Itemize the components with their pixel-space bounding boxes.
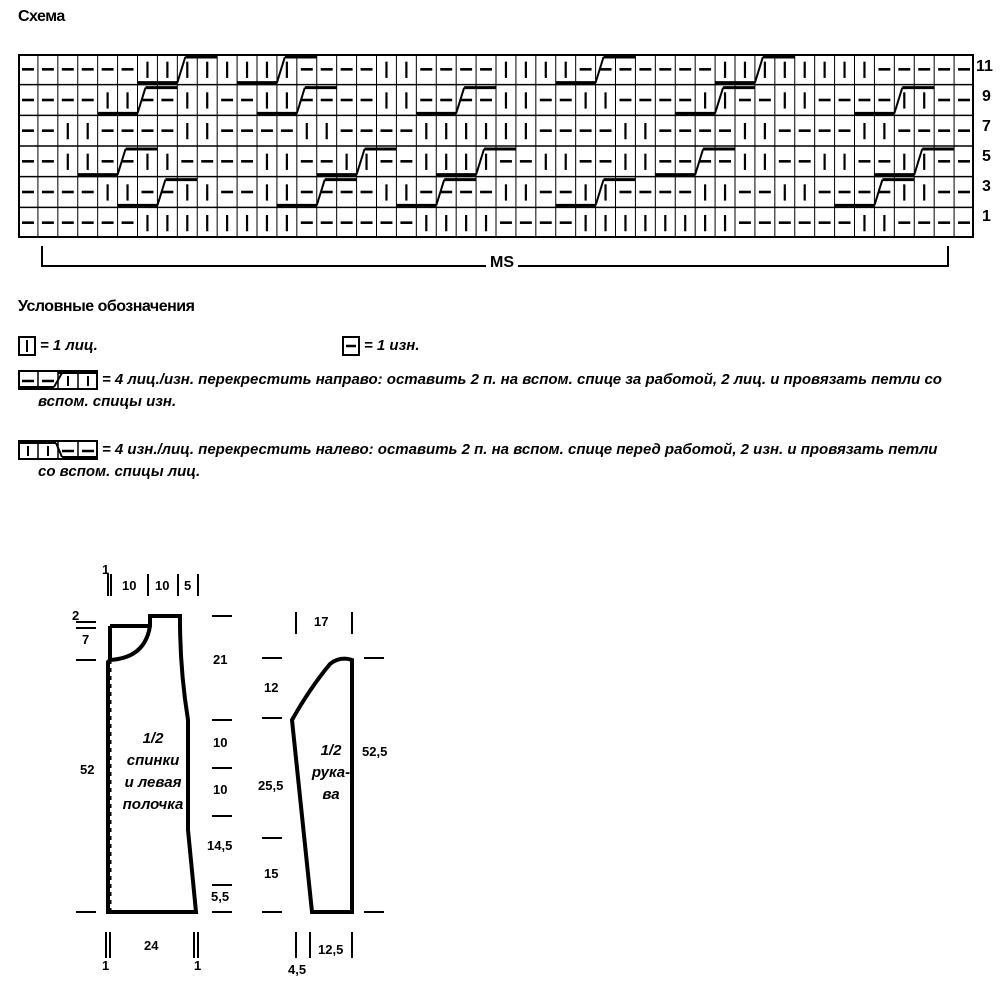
legend-cross-right-line-2: вспом. спицы изн.: [38, 392, 176, 412]
cable-cross-diagonal: [475, 148, 486, 175]
row-number-1: 1: [982, 208, 991, 225]
back-dim-right-21: 21: [213, 652, 228, 667]
cable-cross-diagonal: [893, 87, 904, 114]
back-dim-bottom-1b: 1: [194, 958, 202, 973]
cable-cross-diagonal: [714, 87, 725, 114]
back-dim-top-10b: 10: [155, 578, 170, 593]
back-dim-bottom-1a: 1: [102, 958, 110, 973]
back-piece-outline: [106, 614, 199, 914]
sleeve-dim-right-52-5: 52,5: [362, 744, 388, 759]
sleeve-dim-left-25-5: 25,5: [258, 778, 284, 793]
cable-cross-diagonal: [275, 56, 286, 83]
knitting-chart: [18, 54, 974, 243]
cable-cross-diagonal: [753, 56, 764, 83]
legend-cross-left: = 4 изн./лиц. перекрестить налево: остав…: [18, 440, 938, 461]
back-dim-left-2: 2: [72, 608, 80, 623]
cable-cross-diagonal: [136, 87, 147, 114]
back-dim-top-1: 1: [102, 562, 110, 577]
knitting-chart-grid: [18, 54, 974, 238]
row-number-3: 3: [982, 178, 991, 195]
legend-purl: = 1 изн.: [342, 336, 420, 357]
row-number-11: 11: [976, 58, 993, 75]
cable-cross-diagonal: [455, 87, 466, 114]
cable-cross-diagonal: [295, 87, 306, 114]
cable-cross-diagonal: [315, 179, 326, 206]
cross-left-icon: [18, 440, 98, 461]
cable-cross-diagonal: [873, 179, 884, 206]
legend-cross-left-text-1: = 4 изн./лиц. перекрестить налево: остав…: [102, 441, 938, 458]
cable-cross-diagonal: [355, 148, 366, 175]
sleeve-dim-bottom-12-5: 12,5: [318, 942, 344, 957]
back-dim-top-5: 5: [184, 578, 192, 593]
back-dim-left-7: 7: [82, 632, 90, 647]
back-dim-top-10a: 10: [122, 578, 137, 593]
cable-cross-diagonal: [156, 179, 167, 206]
sleeve-dim-left-15: 15: [264, 866, 279, 881]
cross-right-icon: [18, 370, 98, 391]
cable-cross-diagonal: [594, 179, 605, 206]
row-number-7: 7: [982, 118, 991, 135]
legend-cross-left-text-2: со вспом. спицы лиц.: [38, 463, 201, 480]
back-dim-right-5-5: 5,5: [211, 889, 230, 904]
cable-cross-diagonal: [694, 148, 705, 175]
knit-stitch-icon: [18, 336, 36, 357]
cable-cross-diagonal: [913, 148, 924, 175]
legend-cross-left-line-2: со вспом. спицы лиц.: [38, 462, 200, 482]
legend-title: Условные обозначения: [18, 298, 195, 315]
back-dim-left-52: 52: [80, 762, 95, 777]
cable-cross-diagonal: [176, 56, 187, 83]
row-number-9: 9: [982, 88, 991, 105]
sleeve-dim-top-17: 17: [314, 614, 329, 629]
sleeve-piece-outline: [289, 656, 354, 914]
cable-cross-diagonal: [435, 179, 446, 206]
back-dim-right-10b: 10: [213, 782, 228, 797]
cable-cross-diagonal: [116, 148, 127, 175]
row-number-5: 5: [982, 148, 991, 165]
back-dim-bottom-24: 24: [144, 938, 159, 953]
pattern-pieces: [76, 574, 384, 958]
legend-cross-right: = 4 лиц./изн. перекрестить направо: оста…: [18, 370, 942, 391]
legend-knit: = 1 лиц.: [18, 336, 98, 357]
legend-purl-text: = 1 изн.: [364, 337, 420, 354]
purl-stitch-icon: [342, 336, 360, 357]
sleeve-dim-bottom-4-5: 4,5: [288, 962, 307, 977]
sleeve-dim-left-12: 12: [264, 680, 279, 695]
repeat-label: MS: [486, 254, 518, 272]
back-piece-label: 1/2 спинки и левая полочка: [122, 730, 184, 813]
back-dim-right-14-5: 14,5: [207, 838, 233, 853]
sleeve-piece-label: 1/2 рука- ва: [311, 742, 351, 803]
scheme-title: Схема: [18, 8, 65, 25]
cable-cross-diagonal: [594, 56, 605, 83]
back-dim-right-10a: 10: [213, 735, 228, 750]
legend-cross-right-text-1: = 4 лиц./изн. перекрестить направо: оста…: [102, 371, 942, 388]
legend-cross-right-text-2: вспом. спицы изн.: [38, 393, 177, 410]
legend-knit-text: = 1 лиц.: [40, 337, 98, 354]
